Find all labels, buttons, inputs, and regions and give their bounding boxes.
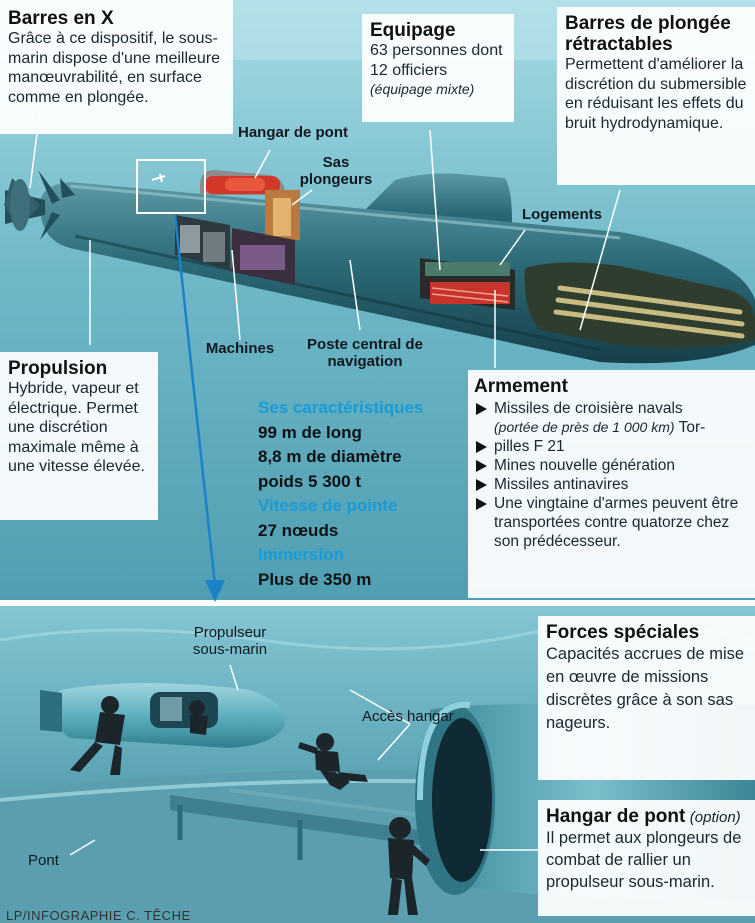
label-machines: Machines: [205, 340, 275, 357]
equipage-line1: 63 personnes dont: [370, 42, 503, 59]
hangar-option-panel: Hangar de pont (option) Il permet aux pl…: [538, 800, 755, 916]
bullet-triangle-icon: [476, 460, 487, 472]
immersion-heading: Immersion: [258, 545, 344, 564]
equipage-line2: 12 officiers: [370, 61, 448, 79]
label-acces-hangar: Accès hangar: [362, 708, 454, 725]
armement-title: Armement: [474, 376, 568, 397]
barres-plongee-text: Permettent d'améliorer la discrétion du …: [565, 56, 747, 132]
forces-speciales-panel: Forces spéciales Capacités accrues de mi…: [538, 616, 755, 780]
hangar-option-text: Il permet aux plongeurs de combat de ral…: [546, 829, 742, 891]
vitesse-value: 27 nœuds: [258, 520, 339, 540]
hangar-option-tag: (option): [689, 809, 741, 826]
label-sas-plongeurs: Sas plongeurs: [299, 154, 373, 188]
vitesse-heading: Vitesse de pointe: [258, 496, 398, 515]
caracteristiques-block: Ses caractéristiques 99 m de long 8,8 m …: [258, 396, 458, 592]
equipage-title: Equipage: [370, 20, 456, 41]
bullet-triangle-icon: [476, 403, 487, 415]
label-poste-central: Poste central de navigation: [307, 336, 423, 370]
propulsion-panel: Propulsion Hybride, vapeur et électrique…: [0, 352, 158, 520]
immersion-value: Plus de 350 m: [258, 569, 372, 589]
barres-en-x-panel: Barres en X Grâce à ce dispositif, le so…: [0, 0, 233, 134]
label-propulseur: Propulseur sous-marin: [192, 624, 268, 658]
armement-item-3: Mines nouvelle génération: [474, 456, 749, 475]
bullet-triangle-icon: [476, 479, 487, 491]
armement-item-4: Missiles antinavires: [474, 475, 749, 494]
submarine-hull: [4, 159, 755, 364]
label-pont: Pont: [28, 852, 59, 869]
barres-plongee-title: Barres de plongée rétractables: [565, 13, 731, 55]
caracteristiques-heading: Ses caractéristiques: [258, 398, 424, 417]
barres-en-x-title: Barres en X: [8, 8, 114, 29]
caracteristiques-poids: poids 5 300 t: [258, 471, 361, 491]
label-hangar-de-pont: Hangar de pont: [238, 124, 349, 141]
equipage-note: (équipage mixte): [370, 81, 475, 97]
caracteristiques-diametre: 8,8 m de diamètre: [258, 447, 402, 466]
credit-line: LP/INFOGRAPHIE C. TÊCHE: [6, 908, 191, 923]
propulsion-text: Hybride, vapeur et électrique. Permet un…: [8, 380, 145, 475]
barres-plongee-panel: Barres de plongée rétractables Permetten…: [557, 7, 755, 185]
forces-speciales-text: Capacités accrues de mise en œuvre de mi…: [546, 645, 745, 732]
caracteristiques-longueur: 99 m de long: [258, 422, 362, 442]
hangar-option-title: Hangar de pont: [546, 806, 686, 827]
equipage-panel: Equipage 63 personnes dont 12 officiers …: [362, 14, 514, 122]
armement-panel: Armement Missiles de croisière navals(po…: [468, 370, 755, 598]
armement-item-1: Missiles de croisière navals(portée de p…: [474, 399, 749, 437]
barres-en-x-text: Grâce à ce dispositif, le sous-marin dis…: [8, 30, 221, 106]
armement-list: Missiles de croisière navals(portée de p…: [474, 399, 749, 551]
forces-speciales-title: Forces spéciales: [546, 622, 700, 643]
bullet-triangle-icon: [476, 441, 487, 453]
bullet-triangle-icon: [476, 498, 487, 510]
armement-item-5: Une vingtaine d'armes peuvent être trans…: [474, 494, 749, 551]
armement-item-2: pilles F 21: [474, 437, 749, 456]
propulsion-title: Propulsion: [8, 358, 108, 379]
label-logements: Logements: [522, 206, 603, 223]
